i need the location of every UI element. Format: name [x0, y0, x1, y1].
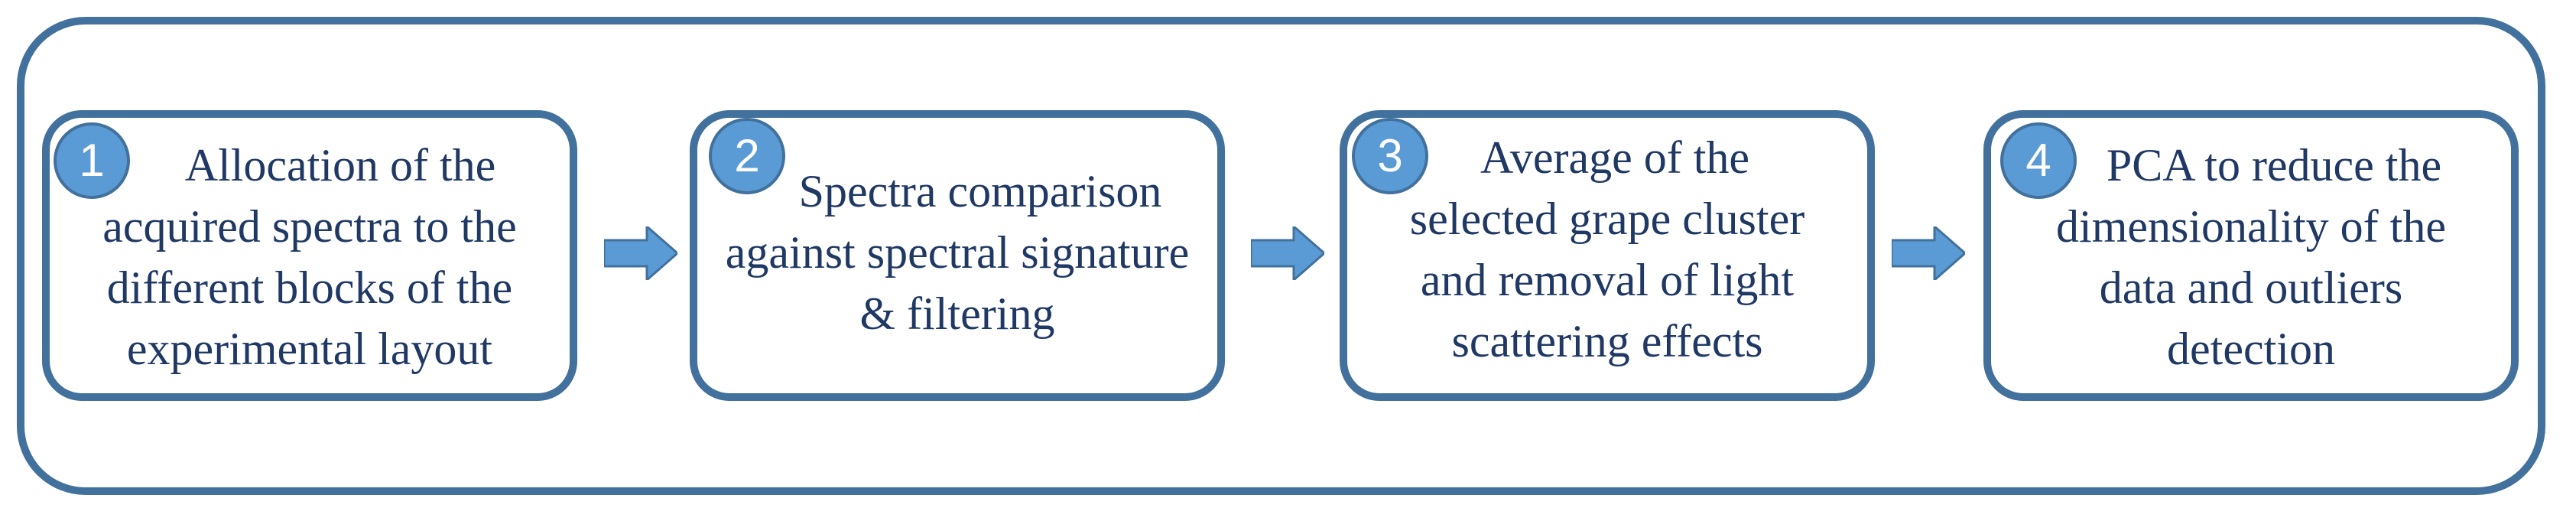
step-4-line-3: data and outliers [2099, 262, 2403, 313]
arrow-right-icon [604, 226, 677, 280]
step-2-line-1: Spectra comparison [798, 166, 1162, 217]
step-1-box [42, 110, 577, 401]
step-1-text: Allocation of the acquired spectra to th… [42, 135, 577, 379]
arrow-right-icon [1251, 226, 1324, 280]
step-2-line-2: against spectral signature [725, 227, 1190, 278]
step-3-line-3: and removal of light [1420, 255, 1795, 305]
step-3-line-2: selected grape cluster [1409, 194, 1805, 244]
arrow-right-icon [1892, 226, 1965, 280]
step-4-text: PCA to reduce the dimensionality of the … [1983, 135, 2519, 379]
step-1-number-badge: 1 [54, 122, 130, 199]
step-2-number-badge: 2 [709, 118, 785, 194]
step-3-number-badge: 3 [1352, 118, 1428, 194]
step-3-line-4: scattering effects [1451, 316, 1763, 366]
step-2-text: Spectra comparison against spectral sign… [690, 161, 1225, 344]
step-4-line-4: detection [2167, 324, 2335, 374]
step-1-line-1: Allocation of the [184, 140, 496, 190]
step-4-line-1: PCA to reduce the [2106, 140, 2442, 190]
step-4-number-badge: 4 [2000, 122, 2077, 199]
step-3-text: Average of the selected grape cluster an… [1340, 127, 1875, 372]
step-1-line-2: acquired spectra to the [102, 201, 517, 252]
step-3-box [1340, 110, 1875, 401]
step-3-line-1: Average of the [1480, 132, 1750, 183]
step-1-line-4: experimental layout [126, 324, 493, 374]
step-4-line-2: dimensionality of the [2056, 201, 2446, 252]
step-1-line-3: different blocks of the [106, 262, 513, 313]
step-2-line-3: & filtering [859, 288, 1055, 339]
